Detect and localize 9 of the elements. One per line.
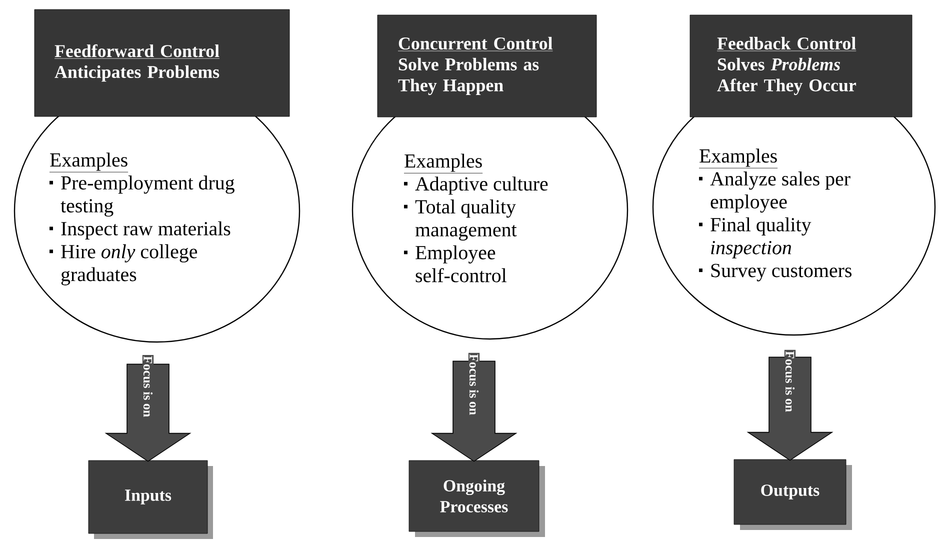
edge-label: Focus is on [784,350,796,414]
heading-box: Feedforward Control Anticipates Problems [34,9,290,117]
edge-label: Focus is on [142,354,154,418]
heading-box: Feedback Control Solves Problems After They Occur [690,14,912,118]
focus-box: Ongoing Processes [408,460,545,537]
focus-box: Inputs [88,460,213,539]
heading-box: Concurrent Control Solve Problems as They Happen [377,14,597,118]
focus-box: Outputs [734,459,852,530]
edge-label: Focus is on [468,352,480,416]
